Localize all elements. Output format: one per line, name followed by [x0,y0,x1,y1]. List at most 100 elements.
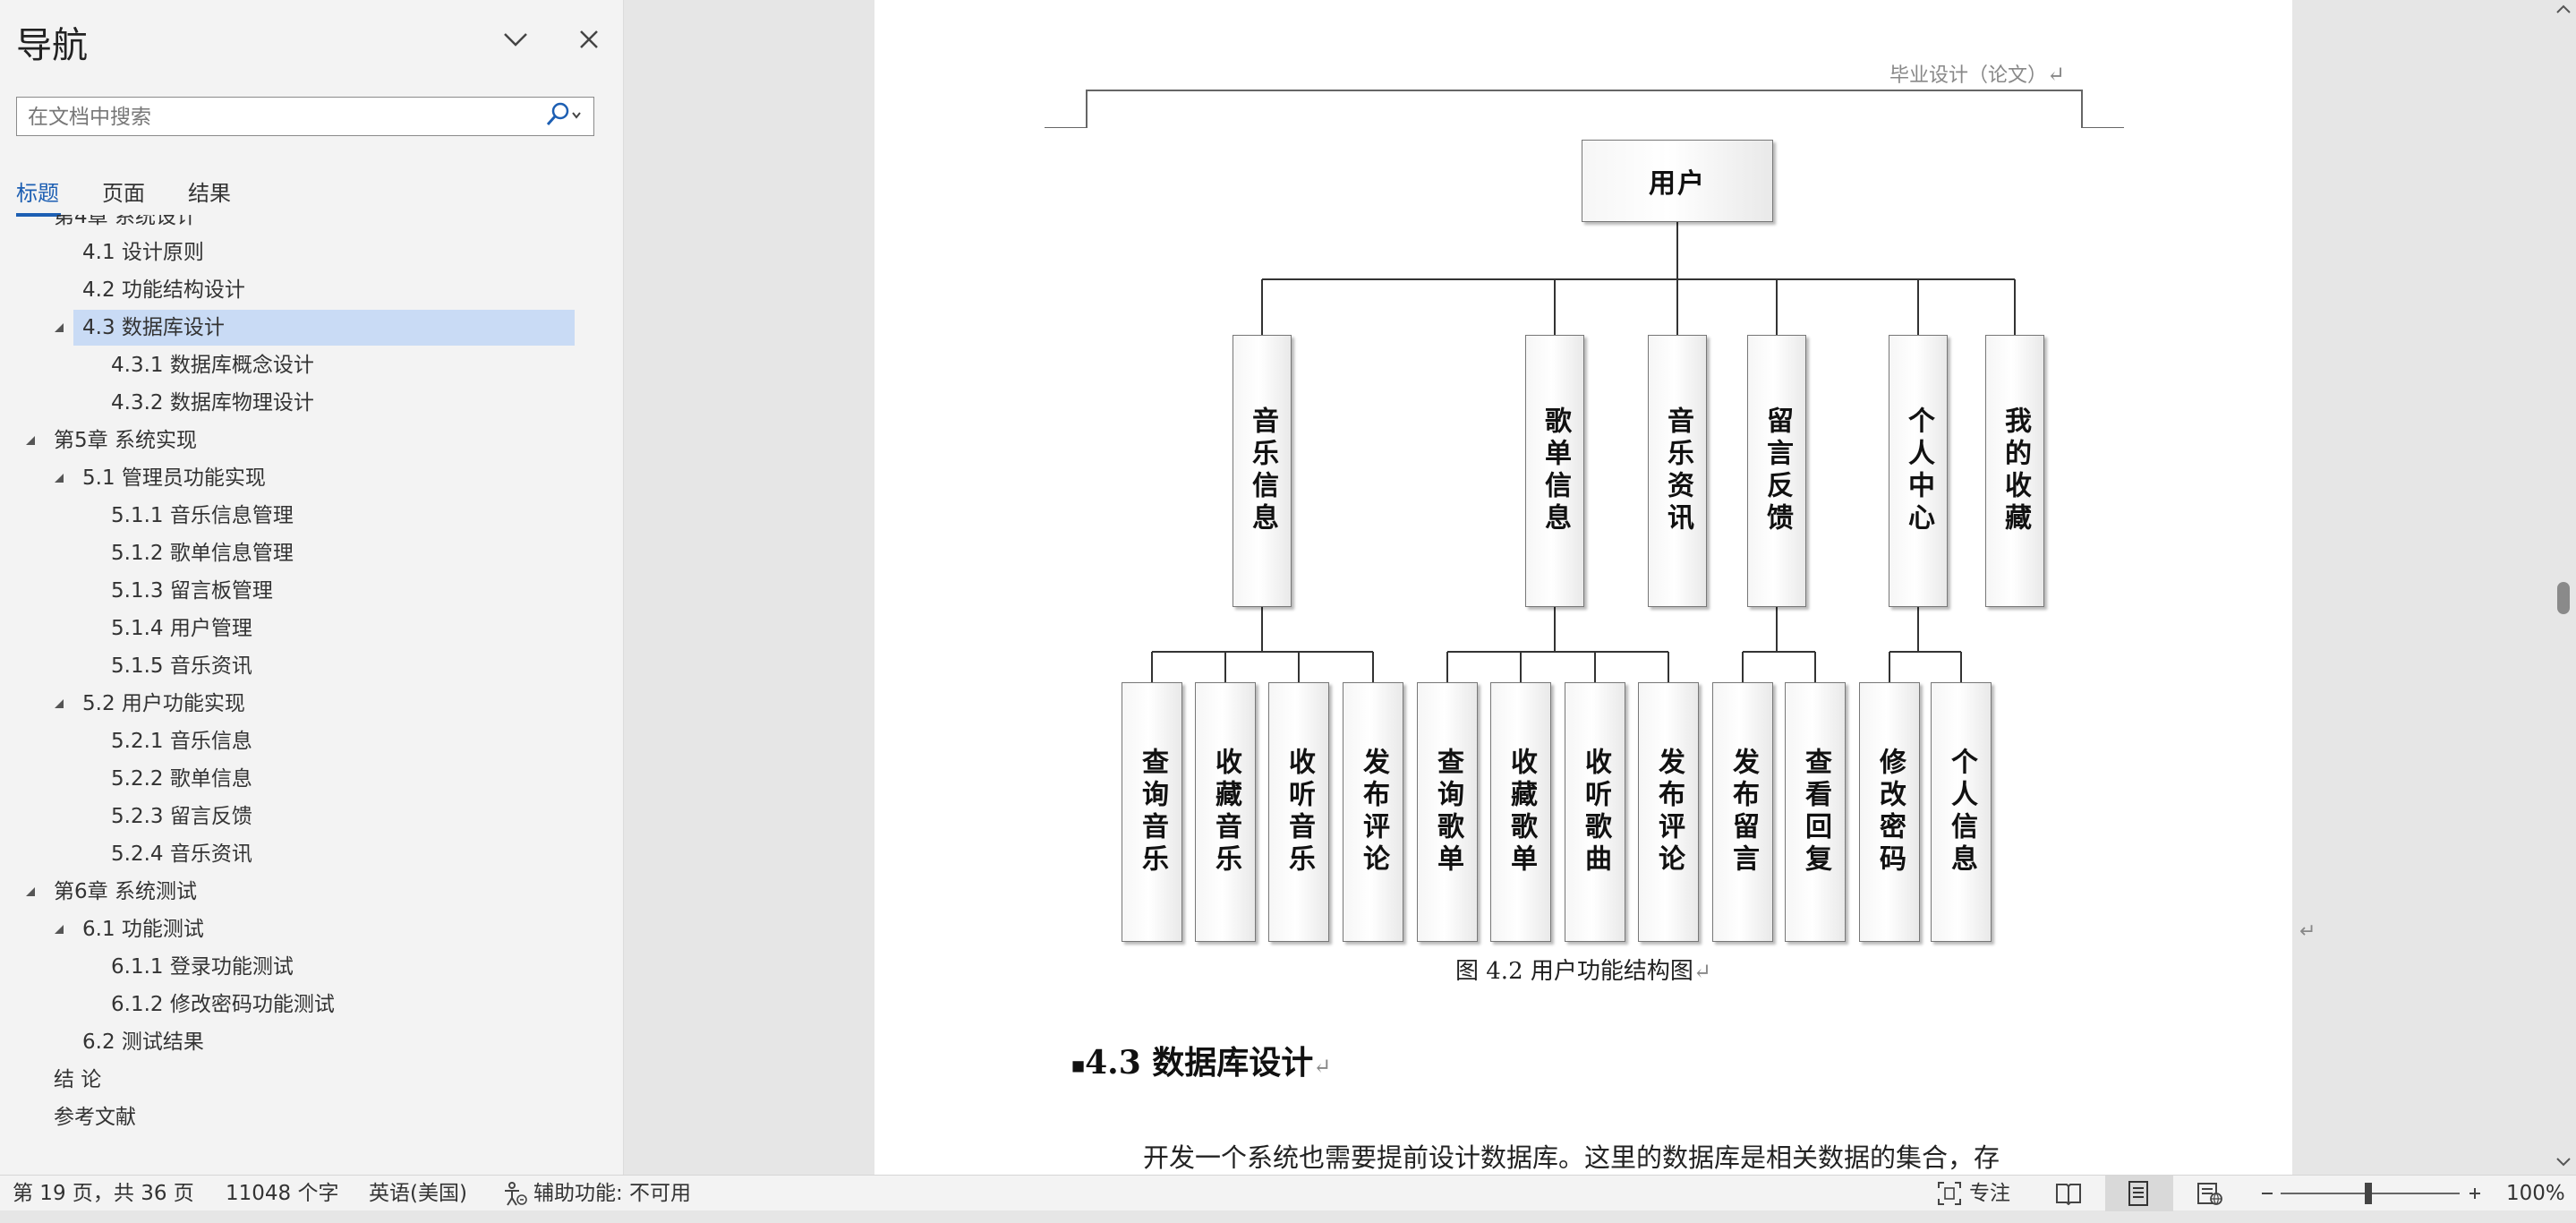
diagram-node-label: 收藏歌单 [1506,748,1537,877]
tree-item[interactable]: 5.2.4 音乐资讯 [111,842,252,866]
section-heading[interactable]: ■4.3 数据库设计↵ [1071,1044,1332,1082]
focus-icon [1937,1179,1962,1208]
zoom-slider-thumb[interactable] [2365,1183,2372,1204]
nav-options-button[interactable] [498,23,533,59]
collapse-triangle-icon[interactable] [50,911,68,947]
diagram-node-label: 留言反馈 [1761,406,1793,535]
diagram-node-label: 修改密码 [1874,748,1906,877]
paragraph-mark: ↵ [2299,920,2316,943]
word-count[interactable]: 11048 个字 [226,1182,339,1205]
tree-item[interactable]: 5.2.2 歌单信息 [111,767,252,791]
scroll-thumb[interactable] [2557,582,2570,614]
diagram-node-label: 收听音乐 [1284,748,1315,877]
tab-pages[interactable]: 页面 [102,181,145,206]
status-bar: 第 19 页，共 36 页 11048 个字 英语(美国) 辅助功能: 不可用 … [0,1175,2576,1211]
zoom-out-button[interactable] [2259,1176,2275,1223]
diagram-node-label: 发布评论 [1653,748,1685,877]
tree-item[interactable]: 第6章 系统测试 [54,880,197,903]
search-button[interactable] [538,101,588,132]
close-icon [579,30,599,53]
tree-item[interactable]: 6.1.2 修改密码功能测试 [111,993,335,1016]
diagram-node-label: 个人信息 [1946,748,1977,877]
tree-item[interactable]: 5.1.5 音乐资讯 [111,654,252,678]
tree-item[interactable]: 5.2.3 留言反馈 [111,805,252,828]
diagram-node-label: 收藏音乐 [1210,748,1241,877]
diagram-node-label: 查看回复 [1800,748,1831,877]
accessibility-icon [501,1179,528,1208]
tree-item[interactable]: 5.1.4 用户管理 [111,617,252,640]
page-count[interactable]: 第 19 页，共 36 页 [13,1182,194,1205]
print-layout-icon [2127,1179,2150,1208]
tree-item[interactable]: 4.1 设计原则 [82,241,204,264]
diagram-level2-node: 查询音乐 [1122,682,1182,942]
diagram-root-node: 用户 [1582,140,1773,222]
crop-mark [1086,90,1088,127]
tree-item[interactable]: 4.2 功能结构设计 [82,278,245,302]
crop-mark [1045,127,1088,128]
nav-close-button[interactable] [571,23,607,59]
tree-item[interactable]: 6.1 功能测试 [82,918,204,941]
diagram-level2-node: 发布评论 [1343,682,1403,942]
zoom-level[interactable]: 100% [2506,1182,2565,1205]
diagram-level2-node: 收藏歌单 [1490,682,1551,942]
diagram-level2-node: 修改密码 [1859,682,1920,942]
page-header: 毕业设计（论文）↵ [1889,62,2066,87]
tree-item[interactable]: 6.1.1 登录功能测试 [111,955,294,979]
diagram-level2-node: 收听音乐 [1268,682,1329,942]
read-mode-icon[interactable] [2055,1179,2082,1208]
language-status[interactable]: 英语(美国) [369,1182,467,1205]
print-layout-button[interactable] [2105,1176,2173,1211]
diagram-level1-node: 留言反馈 [1747,335,1806,607]
tree-item[interactable]: 第5章 系统实现 [54,429,197,452]
diagram-level2-node: 发布留言 [1712,682,1773,942]
tree-item-selected-highlight [73,310,575,346]
search-input[interactable] [26,101,531,133]
tab-results[interactable]: 结果 [188,181,231,206]
body-paragraph[interactable]: 开发一个系统也需要提前设计数据库。这里的数据库是相关数据的集合，存 [1143,1142,2000,1173]
diagram-level1-node: 音乐资讯 [1648,335,1707,607]
web-layout-icon[interactable] [2196,1179,2223,1208]
diagram-node-label: 歌单信息 [1540,406,1571,535]
document-page[interactable]: 毕业设计（论文）↵ 用户音乐信息 歌单信息 音乐资讯 留言反馈 个人中心 我的收藏查询音乐… [874,0,2316,1175]
collapse-triangle-icon[interactable] [50,310,68,346]
diagram-level1-node: 个人中心 [1889,335,1948,607]
collapse-triangle-icon[interactable] [21,874,39,910]
chevron-down-icon [503,31,528,51]
collapse-triangle-icon[interactable] [21,423,39,458]
tree-item[interactable]: 5.2 用户功能实现 [82,692,245,715]
accessibility-status[interactable]: 辅助功能: 不可用 [533,1182,692,1205]
active-tab-indicator [16,213,61,217]
diagram-level2-node: 收听歌曲 [1565,682,1625,942]
tree-item[interactable]: 5.1.2 歌单信息管理 [111,542,294,565]
scroll-down-icon[interactable] [2555,1155,2572,1172]
search-box [16,97,594,136]
scroll-up-icon[interactable] [2555,2,2572,19]
tree-item[interactable]: 5.2.1 音乐信息 [111,730,252,753]
tree-item[interactable]: 5.1.3 留言板管理 [111,579,273,603]
tree-item[interactable]: 参考文献 [54,1106,136,1129]
diagram-node-label: 个人中心 [1903,406,1934,535]
tree-item[interactable]: 4.3 数据库设计 [82,316,225,339]
bullet-icon: ■ [1071,1056,1086,1074]
vertical-scrollbar[interactable] [2550,0,2576,1175]
tree-item-partial[interactable]: 第4章 系统设计 [54,215,197,228]
tree-item[interactable]: 5.1 管理员功能实现 [82,466,266,490]
tree-item[interactable]: 4.3.1 数据库概念设计 [111,354,314,377]
document-area[interactable]: 毕业设计（论文）↵ 用户音乐信息 歌单信息 音乐资讯 留言反馈 个人中心 我的收藏查询音乐… [624,0,2550,1175]
zoom-in-button[interactable] [2467,1176,2483,1223]
tree-item[interactable]: 4.3.2 数据库物理设计 [111,391,314,415]
diagram-level2-node: 查看回复 [1785,682,1846,942]
diagram-level1-node: 音乐信息 [1233,335,1292,607]
diagram-node-label: 我的收藏 [2000,406,2031,535]
tab-headings[interactable]: 标题 [16,181,59,206]
diagram-node-label: 发布评论 [1358,748,1389,877]
tree-item[interactable]: 结 论 [54,1068,102,1091]
tree-item[interactable]: 6.2 测试结果 [82,1031,204,1054]
tree-item[interactable]: 5.1.1 音乐信息管理 [111,504,294,527]
diagram-level1-node: 我的收藏 [1985,335,2044,607]
diagram-level2-node: 查询歌单 [1417,682,1478,942]
collapse-triangle-icon[interactable] [50,460,68,496]
focus-mode-button[interactable]: 专注 [1969,1182,2010,1205]
collapse-triangle-icon[interactable] [50,686,68,722]
